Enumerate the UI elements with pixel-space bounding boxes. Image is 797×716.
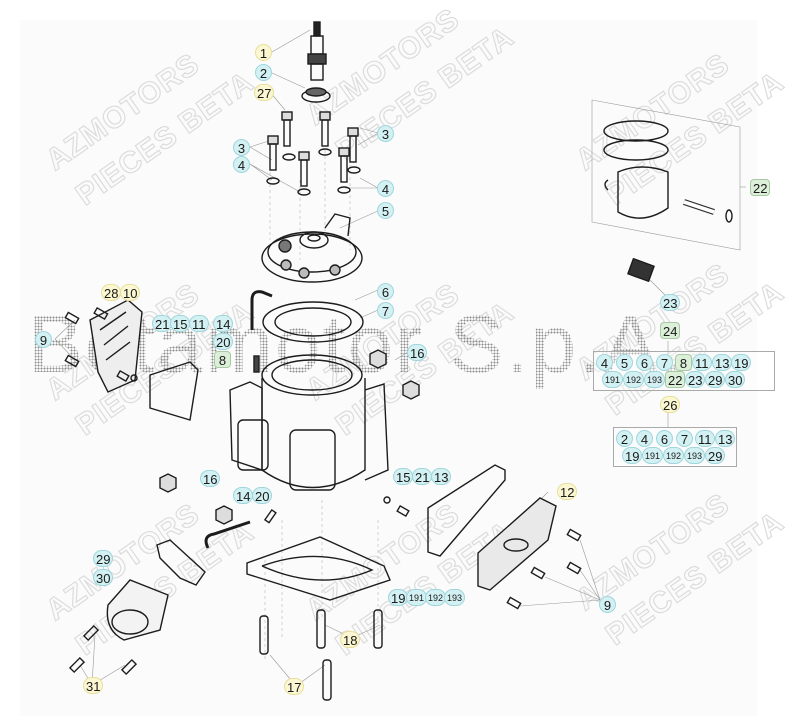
callout-1-spark-plug[interactable]: 1 (255, 44, 272, 61)
kit24-item[interactable]: 193 (644, 371, 666, 388)
callout-192[interactable]: 192 (425, 589, 447, 606)
kit26-item[interactable]: 13 (715, 430, 736, 447)
callout-27[interactable]: 27 (254, 84, 275, 101)
kit24-item[interactable]: 4 (596, 354, 613, 371)
kit24-item[interactable]: 13 (712, 354, 733, 371)
callout-4-washer[interactable]: 4 (233, 156, 250, 173)
kit26-item[interactable]: 193 (684, 447, 706, 464)
kit26-item[interactable]: 4 (636, 430, 653, 447)
kit24-item[interactable]: 22 (665, 371, 686, 388)
callout-6-head-gasket[interactable]: 6 (377, 283, 394, 300)
kit26-item[interactable]: 192 (663, 447, 685, 464)
callout-30-reed-block[interactable]: 30 (93, 569, 114, 586)
callout-17-dowel[interactable]: 17 (284, 678, 305, 695)
kit26-item[interactable]: 11 (695, 430, 715, 447)
callout-14[interactable]: 14 (233, 487, 254, 504)
kit24-item[interactable]: 191 (602, 371, 624, 388)
kit24-item[interactable]: 19 (731, 354, 752, 371)
callout-3-head-bolt[interactable]: 3 (233, 139, 250, 156)
callout-22-piston-kit[interactable]: 22 (750, 179, 771, 196)
kit24-item[interactable]: 6 (636, 354, 653, 371)
callout-191[interactable]: 191 (406, 589, 428, 606)
callout-15[interactable]: 15 (393, 468, 414, 485)
callout-18-dowel[interactable]: 18 (340, 631, 361, 648)
callout-20[interactable]: 20 (252, 487, 273, 504)
callout-3-head-bolt[interactable]: 3 (377, 125, 394, 142)
callout-9-bolt[interactable]: 9 (35, 331, 52, 348)
kit24-item[interactable]: 8 (675, 354, 692, 371)
callout-26-kit[interactable]: 26 (660, 396, 681, 413)
callout-2-plug-washer[interactable]: 2 (255, 64, 272, 81)
callout-29-intake-gasket[interactable]: 29 (93, 550, 114, 567)
callout-5-cylinder-head[interactable]: 5 (377, 202, 394, 219)
kit24-item[interactable]: 29 (705, 371, 726, 388)
callout-31-bolt[interactable]: 31 (83, 677, 104, 694)
callout-16-nut[interactable]: 16 (200, 470, 221, 487)
kit24-item[interactable]: 192 (623, 371, 645, 388)
callout-14[interactable]: 14 (213, 315, 234, 332)
callout-13-exhaust-gasket[interactable]: 13 (431, 468, 452, 485)
callout-16-nut[interactable]: 16 (407, 344, 428, 361)
callout-11[interactable]: 11 (189, 315, 209, 332)
kit24-item[interactable]: 30 (725, 371, 746, 388)
callout-193[interactable]: 193 (444, 589, 466, 606)
kit24-item[interactable]: 23 (685, 371, 706, 388)
callout-21[interactable]: 21 (412, 468, 433, 485)
callout-8-gasket[interactable]: 8 (214, 351, 231, 368)
kit26-item[interactable]: 29 (705, 447, 726, 464)
kit24-item[interactable]: 5 (616, 354, 633, 371)
callout-24-kit[interactable]: 24 (660, 322, 681, 339)
kit26-item[interactable]: 6 (656, 430, 673, 447)
callout-21[interactable]: 21 (152, 315, 173, 332)
kit24-item[interactable]: 7 (656, 354, 673, 371)
kit26-item[interactable]: 191 (642, 447, 664, 464)
callout-7-oring[interactable]: 7 (377, 302, 394, 319)
kit24-item[interactable]: 11 (692, 354, 712, 371)
callout-10-side-cover[interactable]: 10 (120, 284, 141, 301)
callout-15[interactable]: 15 (170, 315, 191, 332)
kit26-item[interactable]: 7 (676, 430, 693, 447)
callout-9-bolt[interactable]: 9 (599, 596, 616, 613)
callout-4-washer[interactable]: 4 (377, 180, 394, 197)
callout-12-exhaust-cover[interactable]: 12 (557, 483, 578, 500)
kit26-item[interactable]: 19 (622, 447, 643, 464)
callout-23-needle-bearing[interactable]: 23 (660, 294, 681, 311)
callout-28[interactable]: 28 (101, 284, 122, 301)
callout-20[interactable]: 20 (213, 333, 234, 350)
kit26-item[interactable]: 2 (616, 430, 633, 447)
